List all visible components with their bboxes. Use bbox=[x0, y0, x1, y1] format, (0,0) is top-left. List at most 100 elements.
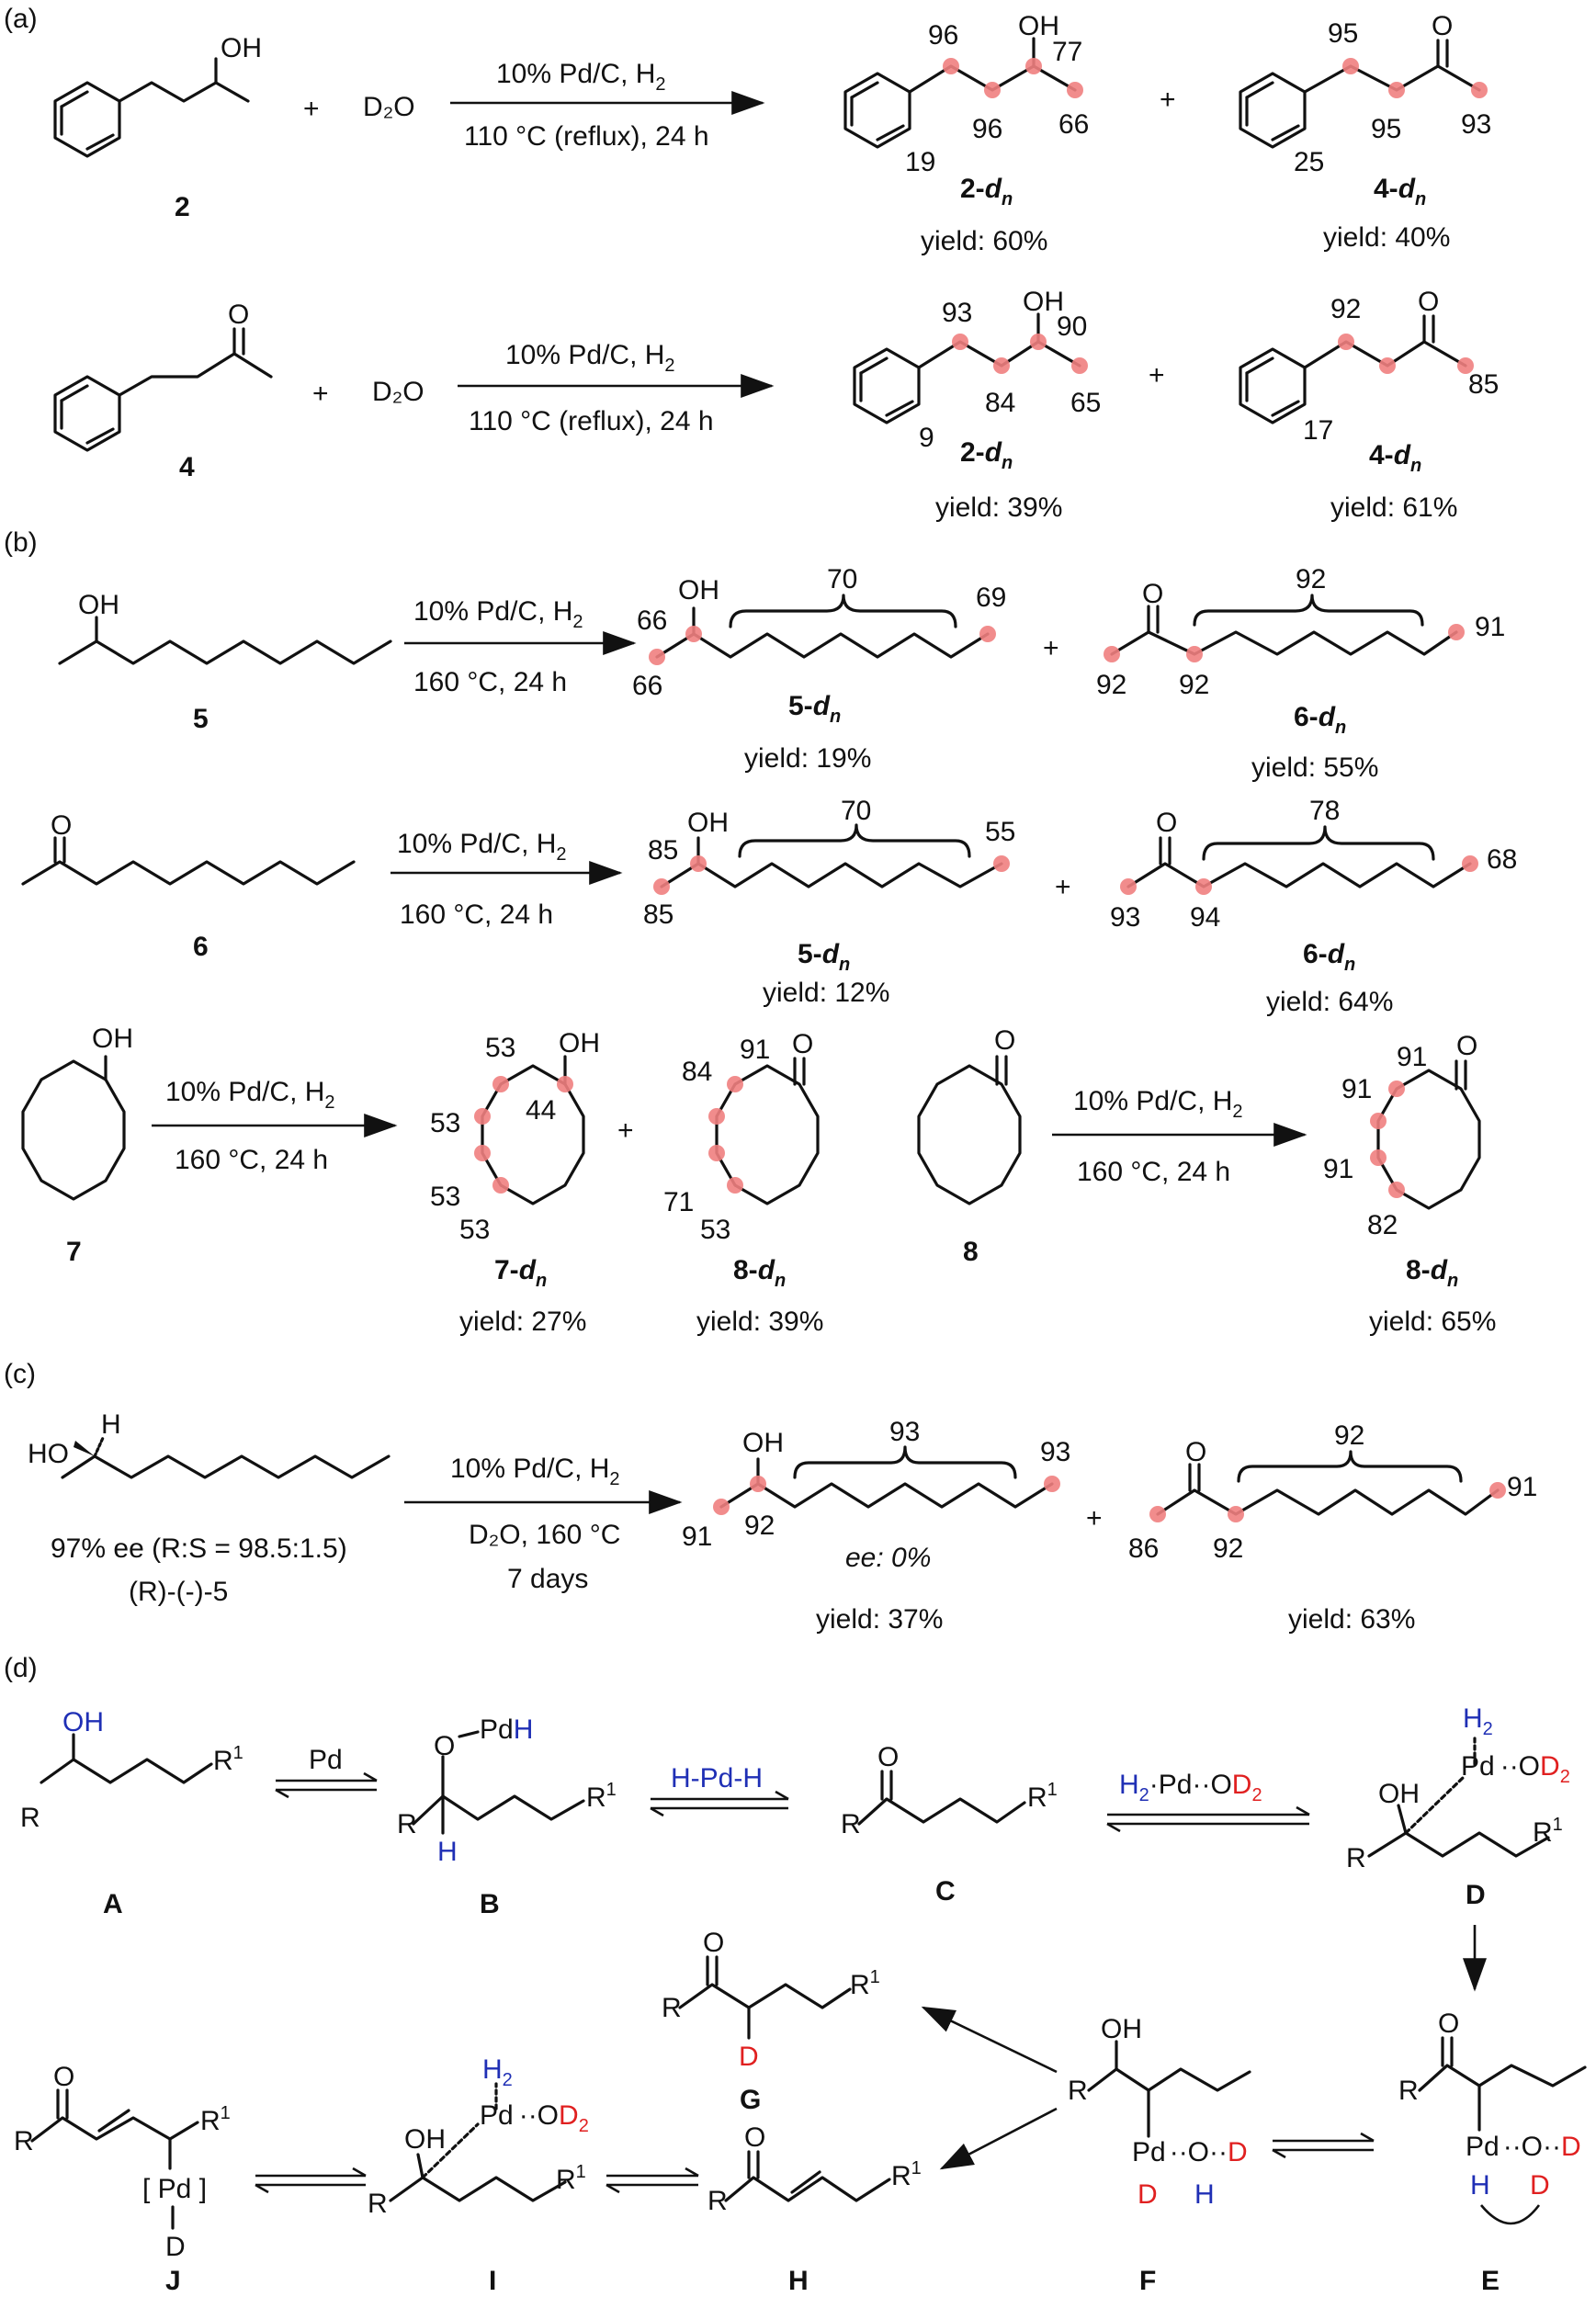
reaction-temperature: 110 °C (reflux), 24 h bbox=[464, 121, 709, 152]
product-yield: yield: 27% bbox=[459, 1307, 586, 1337]
r1-group: R1 bbox=[586, 1780, 617, 1813]
compound-7-structure bbox=[21, 1055, 126, 1201]
equilibrium-arrow bbox=[255, 2183, 269, 2194]
deuterium-percent: 91 bbox=[1323, 1154, 1353, 1184]
panel-label-d: (d) bbox=[4, 1653, 38, 1683]
deuterium-percent: 53 bbox=[430, 1108, 460, 1138]
product-2-dn-structure bbox=[843, 37, 1077, 149]
panel-label-c: (c) bbox=[4, 1359, 36, 1389]
deuterium-percent: 86 bbox=[1128, 1533, 1159, 1564]
pd-label: Pd··OD2 bbox=[480, 2100, 589, 2136]
product-yield: yield: 61% bbox=[1330, 492, 1457, 523]
deuteration-site bbox=[1071, 357, 1088, 374]
intermediate-D-structure bbox=[1367, 1735, 1550, 1858]
carbonyl-oxygen: O bbox=[1456, 1031, 1477, 1061]
plus-sign: + bbox=[303, 94, 320, 124]
compound-label-R-5: (R)-(-)-5 bbox=[129, 1577, 228, 1607]
intermediate-I-structure bbox=[389, 2082, 567, 2202]
deuterium-percent: 96 bbox=[972, 114, 1002, 144]
product-label: 7-dn bbox=[494, 1255, 547, 1291]
deuterium-percent: 93 bbox=[1040, 1437, 1070, 1467]
h2-ligand: H2 bbox=[1463, 1703, 1493, 1739]
product-6-dn-structure bbox=[1110, 594, 1458, 656]
deuterium-percent: 92 bbox=[1096, 670, 1126, 700]
catalyst-label: Pd bbox=[309, 1745, 343, 1775]
deuterium-percent: 19 bbox=[905, 147, 935, 177]
deuterium-percent: 93 bbox=[1110, 902, 1140, 933]
label-C: C bbox=[935, 1876, 956, 1907]
product-label: 5-dn bbox=[798, 939, 850, 975]
deuterium-percent: 92 bbox=[1179, 670, 1209, 700]
carbonyl-oxygen: O bbox=[1432, 11, 1453, 41]
deuterium-percent: 77 bbox=[1052, 37, 1082, 67]
hydrogen-label: H bbox=[1194, 2179, 1215, 2210]
hydroxyl-label: OH bbox=[62, 1707, 104, 1737]
deuteration-site bbox=[984, 82, 1001, 98]
product-yield: yield: 64% bbox=[1266, 987, 1393, 1017]
hydroxyl-label: OH bbox=[1378, 1779, 1420, 1809]
product-label: 4-dn bbox=[1374, 174, 1426, 209]
product-label: 2-dn bbox=[960, 174, 1013, 209]
label-E: E bbox=[1481, 2266, 1500, 2296]
product-yield: yield: 39% bbox=[935, 492, 1062, 523]
compound-label-6: 6 bbox=[193, 932, 209, 962]
deuteration-site bbox=[1370, 1149, 1387, 1166]
deuterium-percent: 96 bbox=[928, 20, 958, 51]
compound-label-5: 5 bbox=[193, 704, 209, 734]
product-yield: yield: 37% bbox=[816, 1604, 943, 1635]
equilibrium-arrow bbox=[650, 1806, 664, 1817]
deuteration-site bbox=[492, 1177, 509, 1194]
panel-label-a: (a) bbox=[4, 4, 38, 34]
deuterium-percent: 92 bbox=[1296, 564, 1326, 594]
r-group: R bbox=[1398, 2076, 1419, 2106]
hydroxyl-label: OH bbox=[92, 1024, 133, 1054]
deuterium-percent: 85 bbox=[648, 835, 678, 866]
hydroxyl-label: OH bbox=[678, 575, 719, 605]
reaction-arrow bbox=[939, 2107, 1058, 2170]
compound-R-5-structure bbox=[61, 1436, 391, 1479]
r1-group: R1 bbox=[213, 1743, 243, 1776]
hydroxyl-label: OH bbox=[1101, 2014, 1142, 2044]
r-group: R bbox=[368, 2189, 388, 2219]
equilibrium-arrow bbox=[606, 2183, 620, 2194]
deuterium-percent: 44 bbox=[526, 1095, 556, 1126]
carbonyl-oxygen: O bbox=[877, 1742, 899, 1772]
plus-sign: + bbox=[1086, 1503, 1103, 1533]
product-label: 8-dn bbox=[1406, 1255, 1458, 1291]
r1-group: R1 bbox=[850, 1967, 880, 2000]
deuteration-site bbox=[727, 1076, 743, 1092]
carbonyl-oxygen: O bbox=[51, 810, 72, 841]
reaction-conditions: 10% Pd/C, H2 bbox=[397, 829, 567, 865]
deuteration-site bbox=[952, 334, 968, 350]
product-8-dn-structure bbox=[715, 1057, 820, 1205]
deuterium-percent: 92 bbox=[1334, 1420, 1364, 1451]
deuteration-site bbox=[557, 1076, 573, 1092]
carbonyl-oxygen: O bbox=[1142, 579, 1163, 609]
deuteration-site bbox=[943, 58, 959, 74]
deuteration-site bbox=[653, 878, 670, 895]
pd-label: Pd··OD2 bbox=[1461, 1751, 1570, 1787]
product-8-dn-structure bbox=[1376, 1059, 1481, 1210]
plus-sign: + bbox=[1149, 360, 1165, 390]
deuterium-percent: 92 bbox=[1213, 1533, 1243, 1564]
r1-group: R1 bbox=[1533, 1815, 1563, 1848]
d2o-reagent: D₂O bbox=[372, 377, 424, 407]
hydride-label: H bbox=[1470, 2170, 1490, 2201]
r1-group: R1 bbox=[891, 2158, 922, 2191]
deuterium-percent: 84 bbox=[985, 388, 1015, 418]
equilibrium-arrow bbox=[1106, 1822, 1121, 1833]
deuterium-percent: 66 bbox=[1058, 109, 1089, 140]
deuterium-percent: 68 bbox=[1487, 844, 1517, 875]
deuterium-percent: 92 bbox=[744, 1511, 775, 1541]
r-group: R bbox=[14, 2126, 34, 2156]
oxygen-label: O bbox=[434, 1731, 455, 1761]
intermediate-E-structure bbox=[1418, 2036, 1587, 2132]
deuteration-site bbox=[1104, 646, 1120, 662]
hydroxyl-label: OH bbox=[1023, 287, 1064, 317]
deuterium-percent: 71 bbox=[663, 1187, 694, 1217]
deuterium-label: D bbox=[739, 2042, 759, 2072]
reaction-temperature: 160 °C, 24 h bbox=[1077, 1157, 1230, 1187]
hydrogen-label: H bbox=[101, 1409, 121, 1440]
deuterium-percent: 66 bbox=[632, 671, 662, 701]
